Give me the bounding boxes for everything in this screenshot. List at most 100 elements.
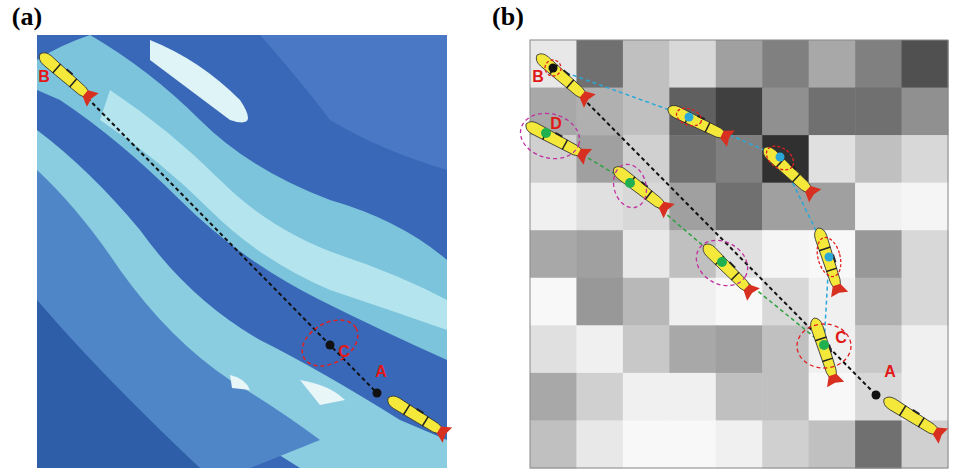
grid-cell bbox=[530, 278, 577, 326]
grid-cell bbox=[762, 88, 809, 136]
point-label: C bbox=[338, 344, 350, 360]
grid-cell bbox=[669, 373, 716, 421]
grid-cell bbox=[576, 278, 623, 326]
highlight-ellipse bbox=[294, 311, 366, 376]
auv-icon bbox=[805, 315, 844, 387]
auv-icon bbox=[698, 239, 760, 301]
waypoint bbox=[685, 113, 694, 122]
highlight-ellipse bbox=[688, 231, 756, 294]
auv-icon bbox=[809, 225, 848, 297]
grid-cell bbox=[809, 420, 856, 468]
auv-icon bbox=[608, 161, 674, 218]
auv-icon bbox=[531, 48, 596, 108]
grid-cell bbox=[855, 40, 902, 88]
waypoint bbox=[819, 340, 829, 350]
highlight-ellipse bbox=[813, 235, 845, 279]
grid-cell bbox=[762, 230, 809, 278]
auv-icon bbox=[758, 141, 821, 202]
grid-cell bbox=[902, 40, 949, 88]
grid-cell bbox=[809, 135, 856, 183]
grid-cell bbox=[669, 40, 716, 88]
grid-cell bbox=[902, 135, 949, 183]
grid-cell bbox=[576, 40, 623, 88]
grid-cell bbox=[902, 230, 949, 278]
grid-cell bbox=[716, 420, 763, 468]
panel-label: (b) bbox=[492, 4, 524, 30]
grid-cell bbox=[576, 373, 623, 421]
highlight-ellipse bbox=[609, 161, 651, 212]
auv-icon bbox=[522, 116, 592, 165]
grid-cell bbox=[530, 183, 577, 231]
grid-cell bbox=[855, 88, 902, 136]
highlight-ellipse bbox=[762, 141, 798, 175]
grid-cell bbox=[855, 373, 902, 421]
grid-cell bbox=[530, 325, 577, 373]
waypoint bbox=[373, 389, 382, 398]
waypoint bbox=[326, 341, 335, 350]
grid-cell bbox=[669, 135, 716, 183]
path-line bbox=[553, 68, 876, 395]
grid-cell bbox=[716, 325, 763, 373]
grid-cell bbox=[530, 420, 577, 468]
grid-border bbox=[530, 40, 948, 468]
waypoint bbox=[717, 257, 727, 267]
path-line bbox=[58, 68, 377, 393]
auv-icon bbox=[879, 391, 948, 443]
grid-cell bbox=[855, 183, 902, 231]
grid-cell bbox=[623, 373, 670, 421]
grid-cell bbox=[669, 325, 716, 373]
waypoint bbox=[541, 128, 551, 138]
waypoint bbox=[825, 253, 834, 262]
seabed-image bbox=[37, 35, 447, 468]
waypoint bbox=[625, 178, 635, 188]
point-label: A bbox=[884, 364, 896, 380]
grid-cell bbox=[809, 40, 856, 88]
highlight-ellipse bbox=[797, 324, 851, 368]
highlight-ellipse bbox=[545, 60, 561, 76]
grid-cell bbox=[716, 183, 763, 231]
highlight-ellipse bbox=[515, 107, 584, 165]
grid-cell bbox=[855, 135, 902, 183]
grid-cell bbox=[902, 183, 949, 231]
grid-cell bbox=[623, 230, 670, 278]
waypoint bbox=[872, 391, 881, 400]
grid-cell bbox=[576, 230, 623, 278]
grid-cell bbox=[669, 278, 716, 326]
auv-icon bbox=[34, 47, 99, 107]
grid-cell bbox=[716, 88, 763, 136]
auv-icon bbox=[664, 100, 735, 147]
grid-cell bbox=[576, 325, 623, 373]
grid-cell bbox=[530, 373, 577, 421]
grid-cell bbox=[855, 230, 902, 278]
grid-cell bbox=[716, 40, 763, 88]
grid-cell bbox=[902, 278, 949, 326]
grid-cell bbox=[902, 88, 949, 136]
grid-cell bbox=[762, 420, 809, 468]
grid-cell bbox=[669, 183, 716, 231]
path-line bbox=[546, 133, 824, 345]
grid-cell bbox=[576, 420, 623, 468]
grid-cell bbox=[762, 278, 809, 326]
waypoint bbox=[776, 153, 785, 162]
grid-cell bbox=[762, 373, 809, 421]
grid-cell bbox=[623, 420, 670, 468]
point-label: D bbox=[550, 116, 562, 132]
grid-cell bbox=[576, 183, 623, 231]
grid-cell bbox=[855, 420, 902, 468]
grid-cell bbox=[530, 230, 577, 278]
grid-cell bbox=[623, 325, 670, 373]
point-label: A bbox=[375, 364, 387, 380]
grid-cell bbox=[902, 325, 949, 373]
grid-cell bbox=[716, 373, 763, 421]
grid-cell bbox=[623, 278, 670, 326]
grid-cell bbox=[855, 278, 902, 326]
panel-label: (a) bbox=[12, 4, 42, 30]
grid-map bbox=[530, 40, 949, 469]
point-label: C bbox=[835, 330, 847, 346]
grid-cell bbox=[669, 420, 716, 468]
grid-cell bbox=[716, 135, 763, 183]
path-line bbox=[553, 68, 829, 345]
grid-cell bbox=[623, 88, 670, 136]
